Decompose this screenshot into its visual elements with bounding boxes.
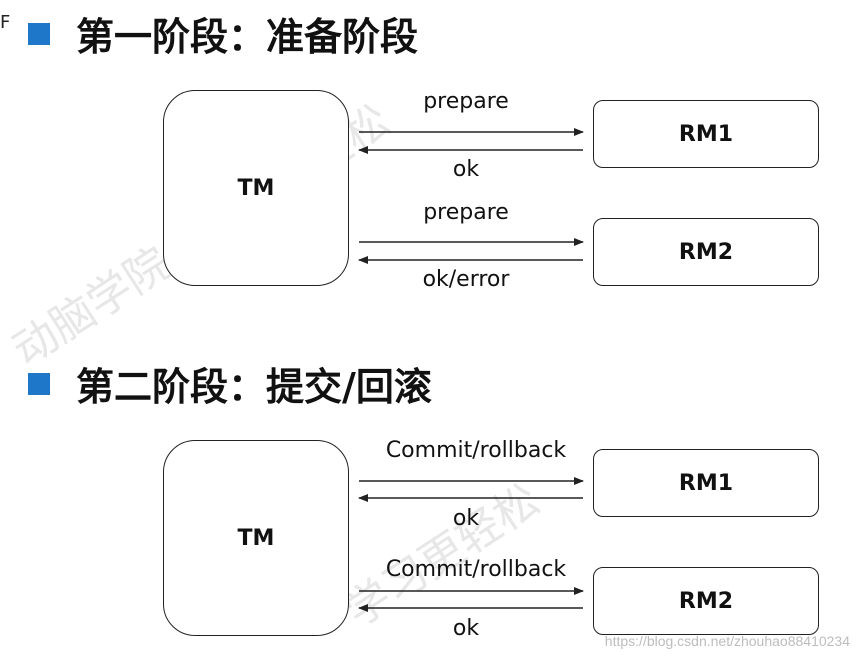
phase1-rm2-request-label: prepare <box>423 200 509 225</box>
phase1-rm2-response-label: ok/error <box>422 267 510 292</box>
square-bullet-icon <box>28 372 50 395</box>
phase2-tm-label: TM <box>237 525 275 551</box>
corner-mark: F <box>0 12 11 33</box>
phase1-rm2-label: RM2 <box>678 239 734 265</box>
square-bullet-icon <box>28 22 50 45</box>
phase2-rm2-request-label: Commit/rollback <box>385 557 567 582</box>
phase2-rm1-node: RM1 <box>593 449 819 517</box>
phase2-rm2-response-label: ok <box>452 616 480 641</box>
phase1-tm-node: TM <box>163 90 349 286</box>
phase1-rm2-node: RM2 <box>593 218 819 286</box>
phase1-rm1-node: RM1 <box>593 100 819 168</box>
phase1-title: 第一阶段：准备阶段 <box>28 6 418 61</box>
phase1-tm-label: TM <box>237 175 275 201</box>
phase1-title-text: 第一阶段：准备阶段 <box>76 15 419 59</box>
phase1-rm1-response-label: ok <box>452 157 480 182</box>
phase2-rm1-label: RM1 <box>678 470 734 496</box>
phase2-rm2-label: RM2 <box>678 588 734 614</box>
phase2-tm-node: TM <box>163 440 349 636</box>
phase1-rm1-request-label: prepare <box>423 89 509 114</box>
phase1-rm1-label: RM1 <box>678 121 734 147</box>
phase2-title: 第二阶段：提交/回滚 <box>28 356 432 411</box>
phase2-title-text: 第二阶段：提交/回滚 <box>76 365 432 409</box>
phase2-rm1-request-label: Commit/rollback <box>385 438 567 463</box>
phase2-rm2-node: RM2 <box>593 567 819 635</box>
watermark-url: https://blog.csdn.net/zhouhao88410234 <box>604 633 850 649</box>
phase2-rm1-response-label: ok <box>452 506 480 531</box>
